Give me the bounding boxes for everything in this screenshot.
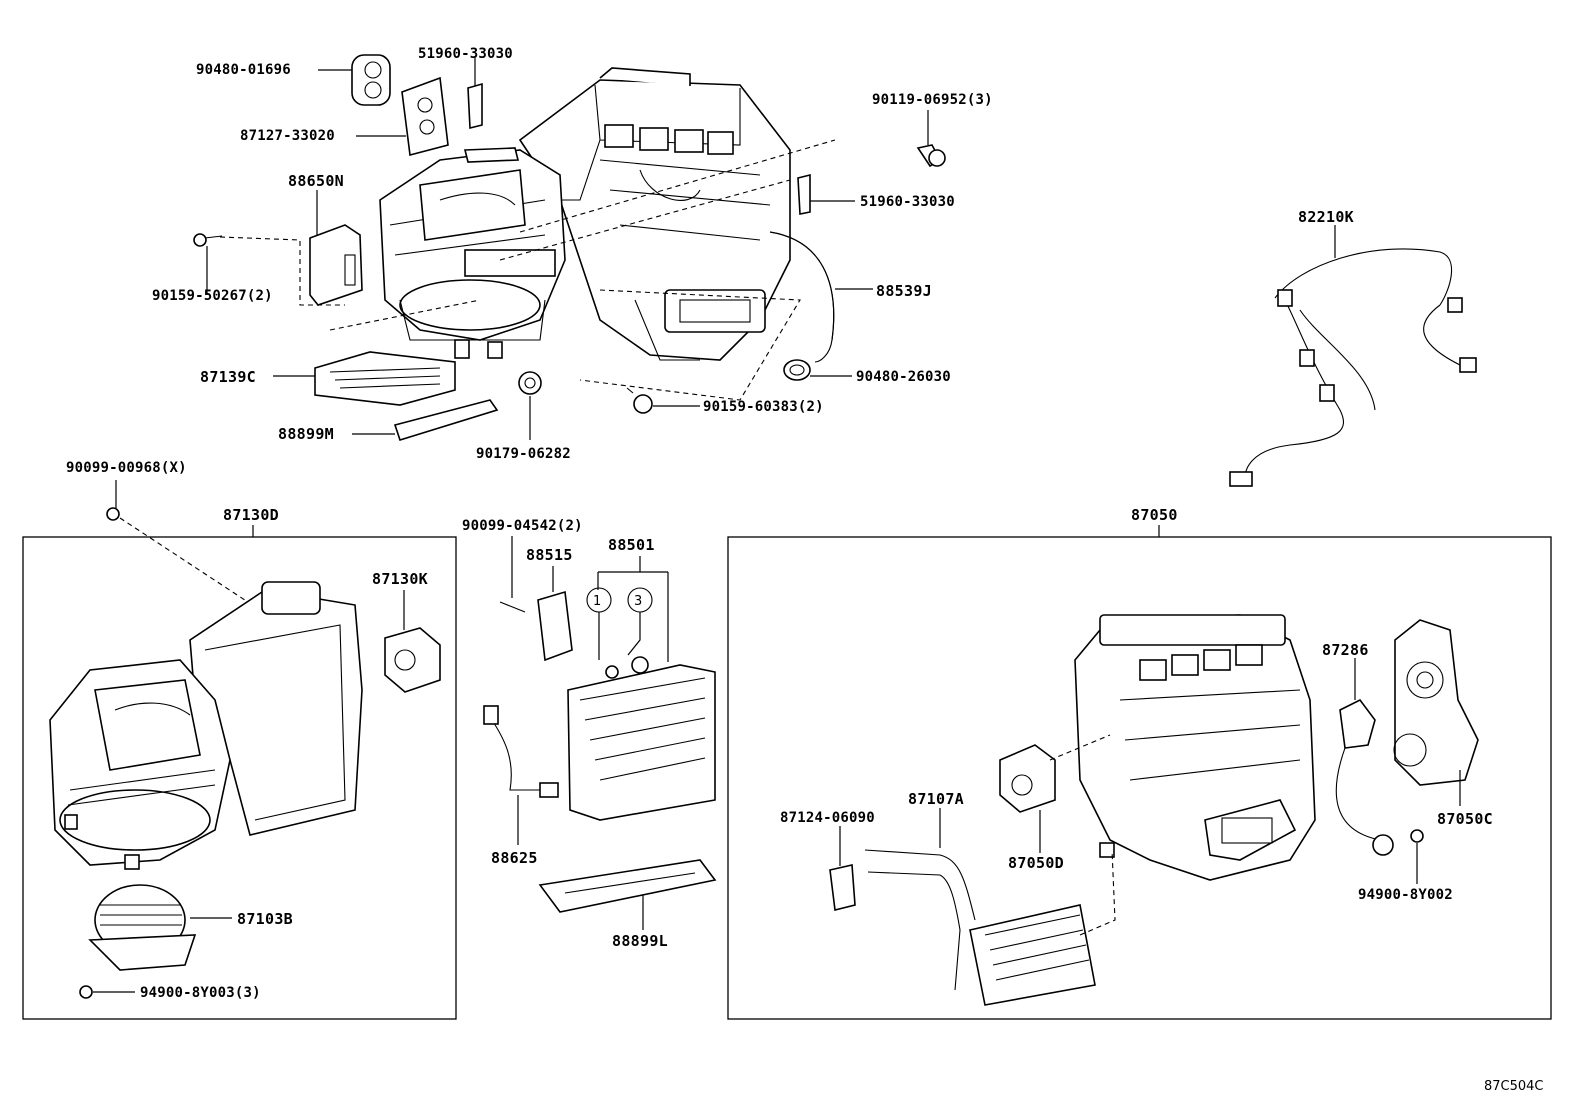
screw-90159-50267-drawing: [193, 233, 223, 295]
screw-90159-60383-drawing: [626, 387, 700, 414]
label-88539J: 88539J: [876, 282, 932, 300]
label-94900-8Y002: 94900-8Y002: [1358, 887, 1453, 903]
heater-case-87050-drawing: [1074, 614, 1316, 881]
group-box-87050: [727, 536, 1552, 1020]
label-87107A: 87107A: [908, 790, 964, 808]
label-51960-33030-right: 51960-33030: [860, 194, 955, 210]
label-94900-8Y003: 94900-8Y003(3): [140, 985, 261, 1001]
screw-94900-8Y002-drawing: [1410, 829, 1424, 884]
grommet-90480-26030-drawing: [783, 359, 852, 381]
circled-number-3: 3: [634, 594, 642, 609]
label-87127-33020: 87127-33020: [240, 128, 335, 144]
label-88515: 88515: [526, 546, 573, 564]
label-90480-01696: 90480-01696: [196, 62, 291, 78]
clip-90179-06282-drawing: [518, 371, 542, 440]
clamp-87124-06090-drawing: [829, 826, 856, 911]
label-51960-33030-top: 51960-33030: [418, 46, 513, 62]
label-88501: 88501: [608, 536, 655, 554]
pad-51960-33030-top-drawing: [467, 58, 483, 130]
servo-87286-drawing: [1335, 658, 1394, 856]
label-87286: 87286: [1322, 641, 1369, 659]
label-90480-26030: 90480-26030: [856, 369, 951, 385]
label-87124-06090: 87124-06090: [780, 810, 875, 826]
label-87130D: 87130D: [223, 506, 279, 524]
label-87130K: 87130K: [372, 570, 428, 588]
label-90099-04542: 90099-04542(2): [462, 518, 583, 534]
label-90179-06282: 90179-06282: [476, 446, 571, 462]
label-82210K: 82210K: [1298, 208, 1354, 226]
hvac-unit-assembly-drawing: [219, 67, 836, 401]
diagram-reference-code: 87C504C: [1484, 1079, 1544, 1094]
bolt-90099-04542-drawing: [499, 536, 526, 613]
label-87050C: 87050C: [1437, 810, 1493, 828]
label-90159-50267: 90159-50267(2): [152, 288, 273, 304]
servo-87050D-drawing: [999, 734, 1111, 853]
label-88650N: 88650N: [288, 172, 344, 190]
servo-87130K-drawing: [384, 590, 441, 693]
blower-unit-87130D-drawing: [49, 581, 363, 870]
expansion-valve-88515-drawing: [537, 566, 573, 662]
label-88899M: 88899M: [278, 425, 334, 443]
label-90099-00968: 90099-00968(X): [66, 460, 187, 476]
duct-88539J-drawing: [769, 231, 873, 363]
label-87103B: 87103B: [237, 910, 293, 928]
label-90159-60383: 90159-60383(2): [703, 399, 824, 415]
cover-88899M-drawing: [352, 399, 499, 441]
group-box-87130D: [22, 536, 457, 1020]
wire-harness-82210K-drawing: [1229, 225, 1477, 487]
circled-number-1: 1: [593, 594, 601, 609]
screw-94900-8Y003-drawing: [79, 985, 135, 999]
label-88899L: 88899L: [612, 932, 668, 950]
amplifier-88650N-drawing: [309, 190, 363, 306]
screw-90099-00968-drawing: [106, 480, 261, 611]
label-87050D: 87050D: [1008, 854, 1064, 872]
label-88625: 88625: [491, 849, 538, 867]
thermistor-88625-drawing: [483, 705, 559, 845]
label-87139C: 87139C: [200, 368, 256, 386]
cover-88899L-drawing: [538, 859, 717, 930]
blower-motor-87103B-drawing: [88, 884, 232, 971]
heater-core-87107A-drawing: [864, 808, 1116, 1006]
filter-87139C-drawing: [273, 351, 456, 406]
damper-87050C-drawing: [1393, 619, 1479, 806]
bolt-90119-06952-drawing: [916, 110, 946, 168]
evaporator-88501-drawing: [567, 556, 716, 821]
pad-51960-33030-right-drawing: [797, 173, 855, 215]
seal-87127-33020-drawing: [356, 76, 449, 157]
label-87050: 87050: [1131, 506, 1178, 524]
label-90119-06952: 90119-06952(3): [872, 92, 993, 108]
grommet-90480-01696-drawing: [318, 54, 391, 106]
